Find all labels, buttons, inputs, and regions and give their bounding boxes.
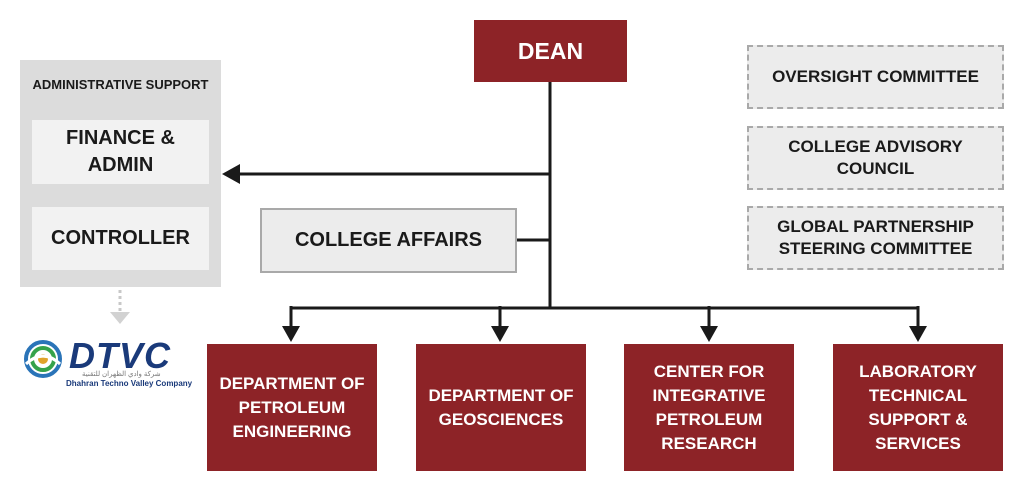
dean-box: DEAN [474, 20, 627, 82]
dtvc-logo: DTVC شركة وادي الظهران للتقنية Dhahran T… [22, 336, 192, 388]
finance-admin-box: FINANCE & ADMIN [32, 120, 209, 184]
dept-petroleum-engineering-label: DEPARTMENT OF PETROLEUM ENGINEERING [219, 373, 365, 441]
controller-label: CONTROLLER [51, 227, 190, 249]
dtvc-logo-subtitle: Dhahran Techno Valley Company [66, 379, 193, 388]
dept-arrow-2 [491, 326, 509, 342]
lab-technical-support-label: LABORATORY TECHNICAL SUPPORT & SERVICES [859, 361, 977, 453]
dept-geosciences-label: DEPARTMENT OF GEOSCIENCES [428, 385, 574, 429]
administrative-support-panel: ADMINISTRATIVE SUPPORT FINANCE & ADMIN C… [20, 60, 221, 287]
finance-arrow-head [222, 164, 240, 184]
logo-arrow-head [110, 312, 130, 324]
oversight-committee-box: OVERSIGHT COMMITTEE [747, 45, 1004, 109]
lab-technical-support-box: LABORATORY TECHNICAL SUPPORT & SERVICES [833, 344, 1003, 471]
global-partnership-committee-box: GLOBAL PARTNERSHIP STEERING COMMITTEE [747, 206, 1004, 270]
dept-geosciences-box: DEPARTMENT OF GEOSCIENCES [416, 344, 586, 471]
center-integrative-research-box: CENTER FOR INTEGRATIVE PETROLEUM RESEARC… [624, 344, 794, 471]
college-affairs-label: COLLEGE AFFAIRS [294, 229, 483, 251]
dtvc-logo-arabic: شركة وادي الظهران للتقنية [82, 371, 161, 378]
administrative-support-title: ADMINISTRATIVE SUPPORT [32, 77, 209, 92]
dept-petroleum-engineering-box: DEPARTMENT OF PETROLEUM ENGINEERING [207, 344, 377, 471]
dept-arrow-1 [282, 326, 300, 342]
dtvc-swirl-icon [24, 340, 62, 378]
dtvc-logo-name: DTVC [69, 335, 171, 376]
dept-arrow-4 [909, 326, 927, 342]
oversight-committee-label: OVERSIGHT COMMITTEE [772, 67, 979, 86]
center-integrative-research-label: CENTER FOR INTEGRATIVE PETROLEUM RESEARC… [652, 361, 766, 453]
dean-label: DEAN [517, 37, 584, 64]
global-partnership-committee-label: GLOBAL PARTNERSHIP STEERING COMMITTEE [777, 217, 974, 258]
finance-admin-label: FINANCE & ADMIN [66, 127, 175, 176]
dept-arrow-3 [700, 326, 718, 342]
college-advisory-council-box: COLLEGE ADVISORY COUNCIL [747, 126, 1004, 190]
college-affairs-box: COLLEGE AFFAIRS [260, 208, 517, 273]
controller-box: CONTROLLER [32, 207, 209, 270]
college-advisory-council-label: COLLEGE ADVISORY COUNCIL [788, 137, 963, 178]
